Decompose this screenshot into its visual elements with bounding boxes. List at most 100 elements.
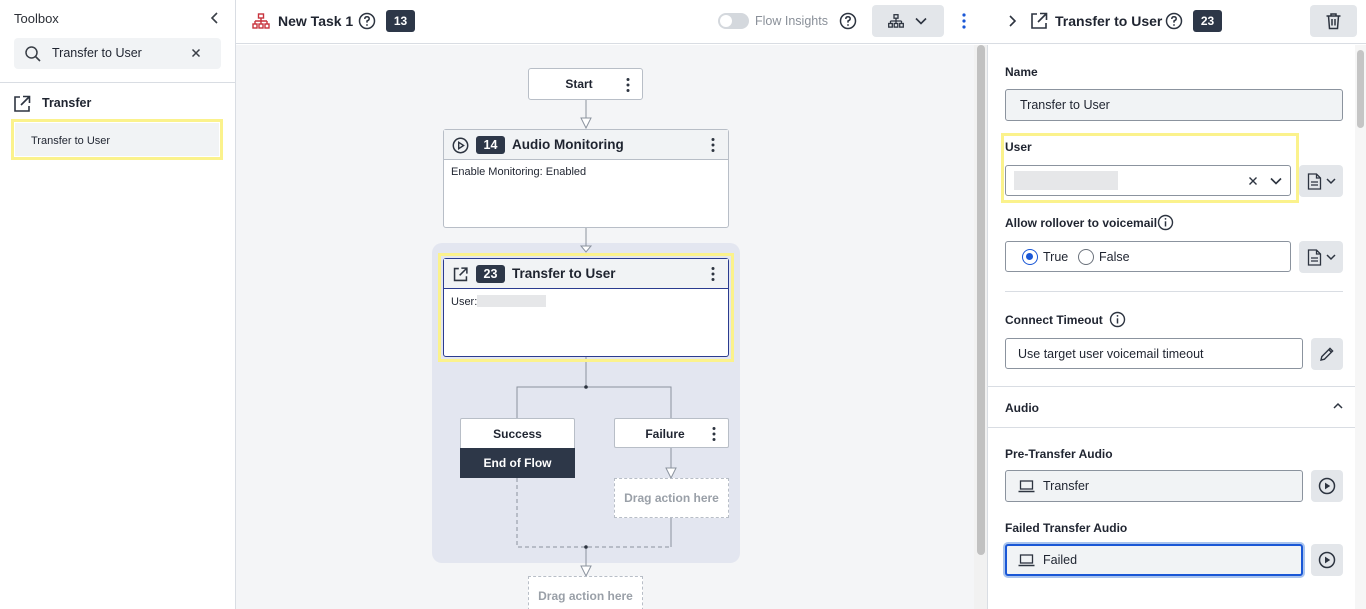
kebab-icon[interactable] bbox=[624, 77, 632, 93]
kebab-icon[interactable] bbox=[709, 266, 717, 282]
document-icon bbox=[1307, 249, 1322, 266]
pre-transfer-label: Pre-Transfer Audio bbox=[1005, 447, 1113, 461]
toolbox-search[interactable]: Transfer to User bbox=[14, 38, 221, 69]
rollover-false-radio[interactable] bbox=[1078, 249, 1094, 265]
start-label: Start bbox=[565, 77, 593, 91]
clear-icon bbox=[191, 48, 201, 58]
chevron-down-icon[interactable] bbox=[1269, 175, 1283, 187]
transfer-to-user-node[interactable]: 23 Transfer to User User: bbox=[443, 258, 729, 357]
end-of-flow-label: End of Flow bbox=[460, 448, 575, 478]
section-divider bbox=[1005, 291, 1343, 292]
start-node[interactable]: Start bbox=[528, 68, 643, 100]
toolbox-item-label: Transfer to User bbox=[31, 135, 111, 147]
rollover-true-radio[interactable] bbox=[1022, 249, 1038, 265]
chevron-up-icon bbox=[1333, 402, 1343, 409]
flow-insights-label: Flow Insights bbox=[755, 14, 828, 28]
clear-search-button[interactable] bbox=[188, 45, 204, 61]
external-link-icon bbox=[453, 267, 468, 282]
panel-badge: 23 bbox=[1193, 10, 1222, 32]
delete-action-button[interactable] bbox=[1310, 5, 1357, 37]
user-label: User: bbox=[451, 296, 478, 308]
selection-highlight bbox=[438, 253, 734, 362]
canvas-scrollbar[interactable] bbox=[974, 45, 988, 609]
flow-count-badge: 13 bbox=[386, 10, 415, 32]
timeout-input[interactable]: Use target user voicemail timeout bbox=[1005, 338, 1303, 369]
laptop-icon bbox=[1018, 480, 1035, 493]
search-input[interactable]: Transfer to User bbox=[52, 46, 142, 60]
help-icon[interactable] bbox=[358, 12, 376, 30]
flow-header: New Task 1 13 Flow Insights bbox=[236, 0, 988, 44]
action-title: Transfer to User bbox=[512, 266, 616, 281]
drop-zone-failure[interactable]: Drag action here bbox=[614, 478, 729, 518]
collapse-toolbox-button[interactable] bbox=[207, 10, 223, 26]
edit-timeout-button[interactable] bbox=[1311, 338, 1343, 370]
name-label: Name bbox=[1005, 65, 1038, 79]
rollover-false-label[interactable]: False bbox=[1099, 250, 1130, 264]
help-icon[interactable] bbox=[1165, 12, 1183, 30]
play-pre-transfer-button[interactable] bbox=[1311, 470, 1343, 502]
trash-icon bbox=[1326, 13, 1341, 30]
panel-scrollbar[interactable] bbox=[1355, 45, 1366, 609]
toolbox-item-transfer-to-user[interactable]: Transfer to User bbox=[11, 119, 223, 160]
action-number-badge: 14 bbox=[476, 136, 505, 154]
failure-label: Failure bbox=[645, 427, 685, 441]
success-outcome-node[interactable]: Success End of Flow bbox=[460, 418, 575, 478]
failure-outcome-node[interactable]: Failure bbox=[614, 418, 729, 448]
document-icon bbox=[1307, 173, 1322, 190]
kebab-icon[interactable] bbox=[710, 426, 718, 442]
user-label: User bbox=[1005, 140, 1032, 154]
panel-scrollbar-thumb[interactable] bbox=[1357, 50, 1364, 128]
action-title: Audio Monitoring bbox=[512, 137, 624, 152]
toolbox-category-transfer[interactable]: Transfer bbox=[42, 96, 92, 110]
audio-section-header[interactable]: Audio bbox=[988, 387, 1355, 427]
failed-transfer-audio-input[interactable]: Failed bbox=[1005, 544, 1303, 576]
kebab-icon[interactable] bbox=[709, 137, 717, 153]
clear-icon[interactable] bbox=[1247, 175, 1259, 187]
user-field-highlight bbox=[1001, 133, 1299, 203]
audio-monitoring-node[interactable]: 14 Audio Monitoring Enable Monitoring: E… bbox=[443, 129, 729, 228]
kebab-icon[interactable] bbox=[956, 12, 972, 30]
help-icon[interactable] bbox=[839, 12, 857, 30]
failed-transfer-value: Failed bbox=[1043, 553, 1078, 567]
chevron-left-icon bbox=[210, 12, 218, 24]
search-icon bbox=[25, 46, 41, 62]
toolbox-title: Toolbox bbox=[14, 11, 59, 26]
chevron-down-icon bbox=[1326, 178, 1336, 185]
section-divider bbox=[988, 427, 1355, 428]
name-value: Transfer to User bbox=[1020, 98, 1110, 112]
properties-header: Transfer to User 23 bbox=[988, 0, 1366, 44]
drop-zone-main[interactable]: Drag action here bbox=[528, 576, 643, 609]
play-failed-transfer-button[interactable] bbox=[1311, 544, 1343, 576]
pre-transfer-audio-input[interactable]: Transfer bbox=[1005, 470, 1303, 502]
pre-transfer-value: Transfer bbox=[1043, 479, 1090, 493]
flow-insights-toggle[interactable] bbox=[718, 13, 749, 29]
chevron-right-icon[interactable] bbox=[1005, 14, 1019, 28]
rollover-label: Allow rollover to voicemail bbox=[1005, 216, 1158, 230]
canvas-scrollbar-thumb[interactable] bbox=[977, 45, 985, 555]
user-select[interactable] bbox=[1005, 165, 1291, 196]
play-circle-icon bbox=[1318, 477, 1336, 495]
panel-title: Transfer to User bbox=[1055, 13, 1163, 29]
flow-canvas[interactable]: Start 14 Audio Monitoring Enable Monitor… bbox=[236, 45, 974, 609]
chevron-down-icon bbox=[1326, 254, 1336, 261]
failed-transfer-label: Failed Transfer Audio bbox=[1005, 521, 1128, 535]
layout-menu-button[interactable] bbox=[872, 5, 944, 37]
name-input[interactable]: Transfer to User bbox=[1005, 89, 1343, 121]
toolbox-panel: Toolbox Transfer to User Transfer Transf… bbox=[0, 0, 236, 609]
rollover-expression-button[interactable] bbox=[1299, 241, 1343, 273]
user-expression-button[interactable] bbox=[1299, 165, 1343, 197]
action-body-text: Enable Monitoring: Enabled bbox=[451, 166, 587, 178]
section-divider bbox=[988, 386, 1355, 387]
info-icon[interactable] bbox=[1109, 311, 1126, 328]
rollover-radio-group: True False bbox=[1005, 241, 1291, 272]
info-icon[interactable] bbox=[1157, 214, 1174, 231]
timeout-value: Use target user voicemail timeout bbox=[1018, 347, 1204, 361]
chevron-down-icon bbox=[915, 17, 927, 25]
properties-body: Name Transfer to User User Allow rollove… bbox=[988, 45, 1366, 609]
layout-icon bbox=[888, 14, 904, 28]
flow-title[interactable]: New Task 1 bbox=[278, 13, 354, 29]
toolbox-divider bbox=[0, 82, 236, 83]
audio-section-label: Audio bbox=[1005, 401, 1039, 415]
rollover-true-label[interactable]: True bbox=[1043, 250, 1069, 264]
play-circle-icon bbox=[452, 137, 469, 154]
